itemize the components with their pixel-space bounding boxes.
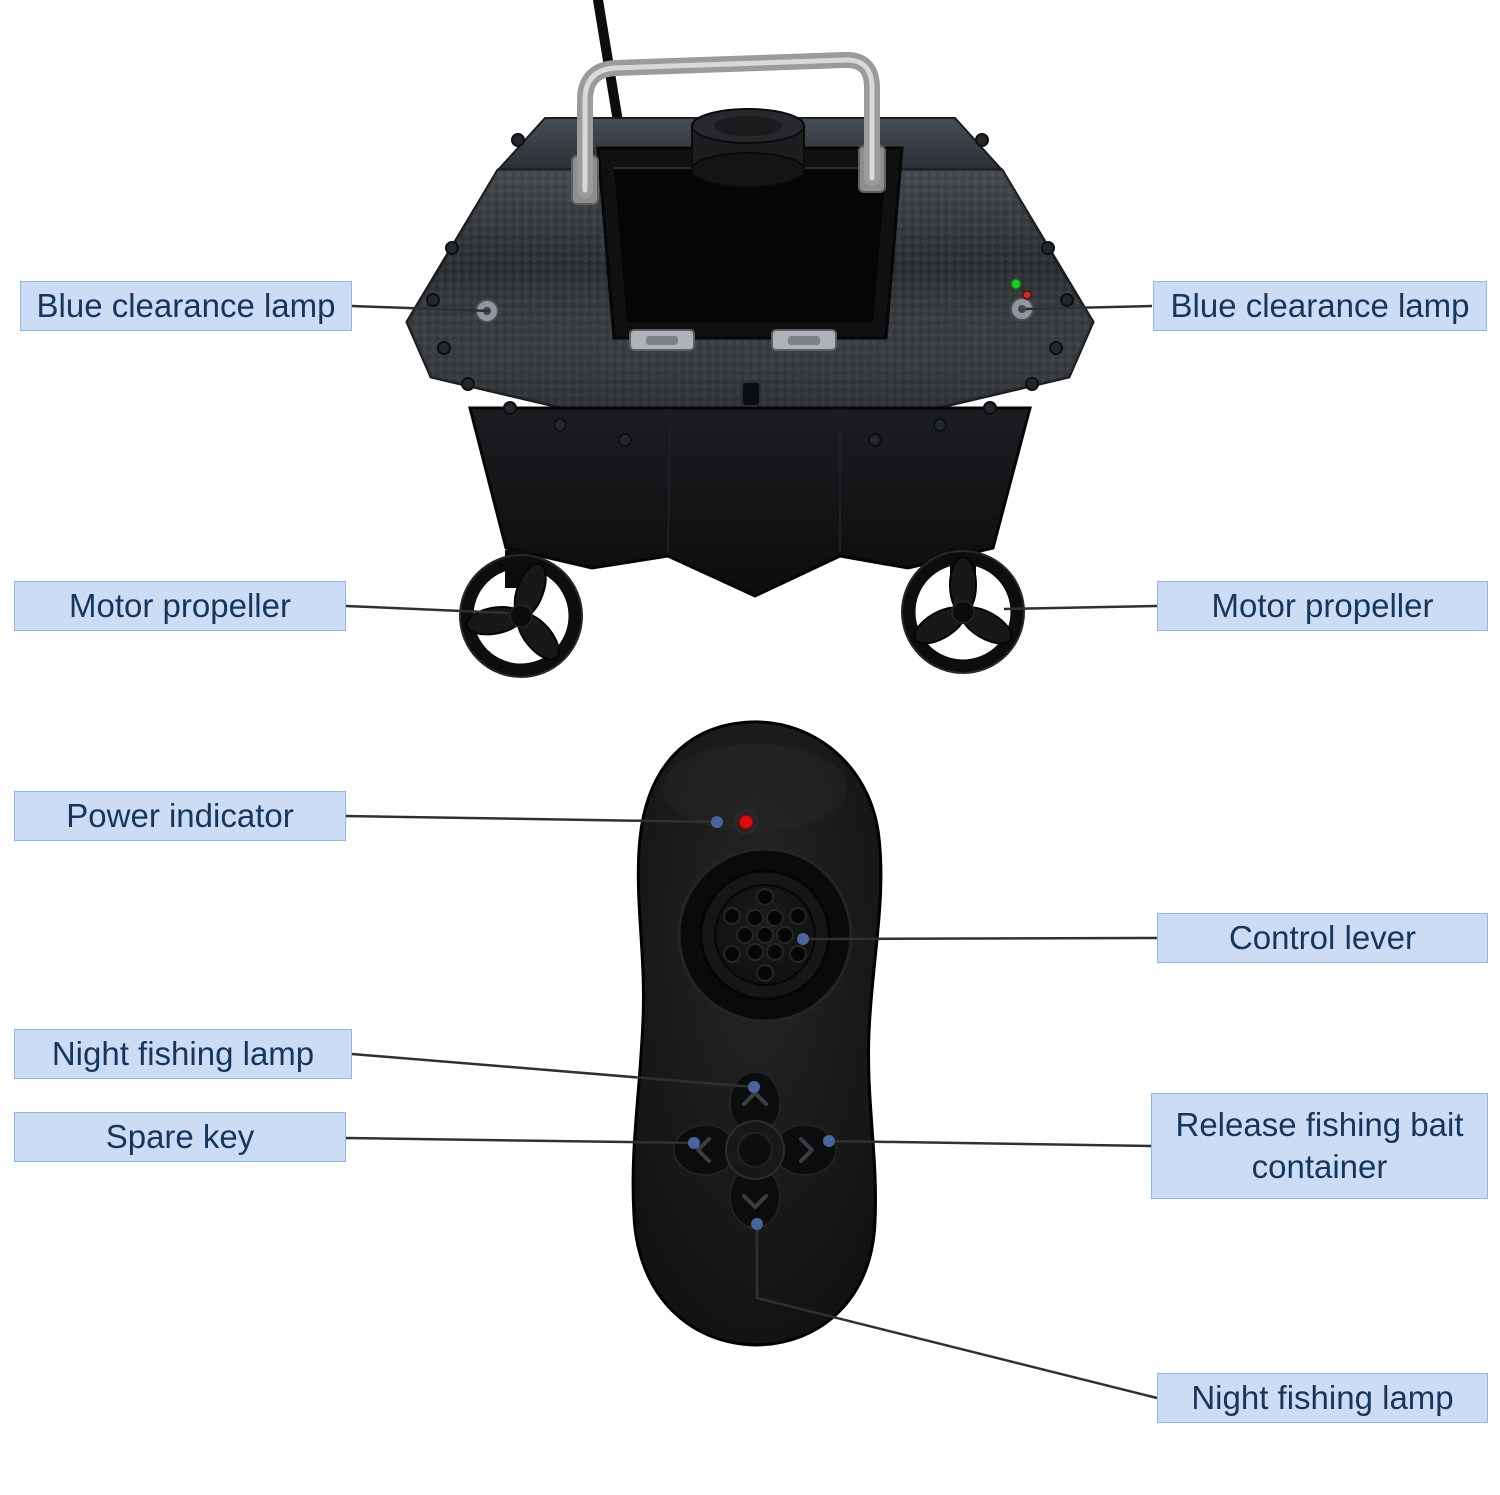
blue-clearance-lamp-right-part (1010, 297, 1034, 321)
line-motor-propeller-left (345, 604, 509, 615)
label-release-fishing-bait-container: Release fishing bait container (1151, 1093, 1488, 1199)
label-motor-propeller-left: Motor propeller (14, 581, 346, 631)
line-blue-clearance-lamp-left (351, 304, 490, 313)
dpad (673, 1071, 837, 1229)
label-night-fishing-lamp-bottom: Night fishing lamp (1157, 1373, 1488, 1423)
hull-bolts (426, 133, 1074, 447)
bait-boat-illustration (405, 0, 1095, 678)
dot-power-indicator (711, 816, 723, 828)
dot-spare-key (688, 1137, 700, 1149)
bow-keyhole (741, 381, 761, 407)
line-control-lever (802, 936, 1158, 941)
line-night-fishing-lamp-left (351, 1052, 755, 1089)
hull-seam (667, 411, 671, 553)
lower-hull (468, 406, 1032, 598)
dpad-arrows (696, 1091, 814, 1209)
line-spare-key (345, 1136, 695, 1145)
motor-propeller-right-part (901, 548, 1025, 674)
tray-latches (629, 329, 837, 351)
label-blue-clearance-lamp-right: Blue clearance lamp (1153, 281, 1487, 331)
remote-sheen (663, 744, 847, 832)
line-motor-propeller-right (1003, 604, 1158, 611)
remote-control-illustration (631, 720, 883, 1347)
power-led-bezel (734, 810, 758, 834)
connector-lines (345, 304, 1158, 1400)
container-cap (691, 108, 805, 188)
status-lamp-green (1010, 278, 1022, 290)
motor-propeller-left-part (459, 550, 583, 678)
label-blue-clearance-lamp-left: Blue clearance lamp (20, 281, 352, 331)
dot-night-fishing-lamp-bottom (751, 1218, 763, 1230)
line-night-fishing-lamp-bottom (755, 1224, 1158, 1400)
carry-handle (571, 52, 886, 205)
label-motor-propeller-right: Motor propeller (1157, 581, 1488, 631)
power-led (738, 814, 754, 830)
dot-night-fishing-lamp-left (748, 1081, 760, 1093)
dpad-center-ring (737, 1132, 773, 1168)
label-night-fishing-lamp-left: Night fishing lamp (14, 1029, 352, 1079)
dot-control-lever (797, 933, 809, 945)
label-control-lever: Control lever (1157, 913, 1488, 963)
label-spare-key: Spare key (14, 1112, 346, 1162)
status-lamp-red (1022, 290, 1032, 300)
label-power-indicator: Power indicator (14, 791, 346, 841)
line-release-fishing-bait-container (828, 1139, 1152, 1148)
line-blue-clearance-lamp-right (1025, 304, 1153, 311)
control-lever-joystick (677, 847, 853, 1023)
connector-dots (688, 816, 835, 1230)
line-power-indicator (345, 814, 718, 824)
bait-container-opening (614, 168, 886, 322)
dot-release-fishing-bait-container (823, 1135, 835, 1147)
joystick-grip-nubs (723, 888, 807, 982)
